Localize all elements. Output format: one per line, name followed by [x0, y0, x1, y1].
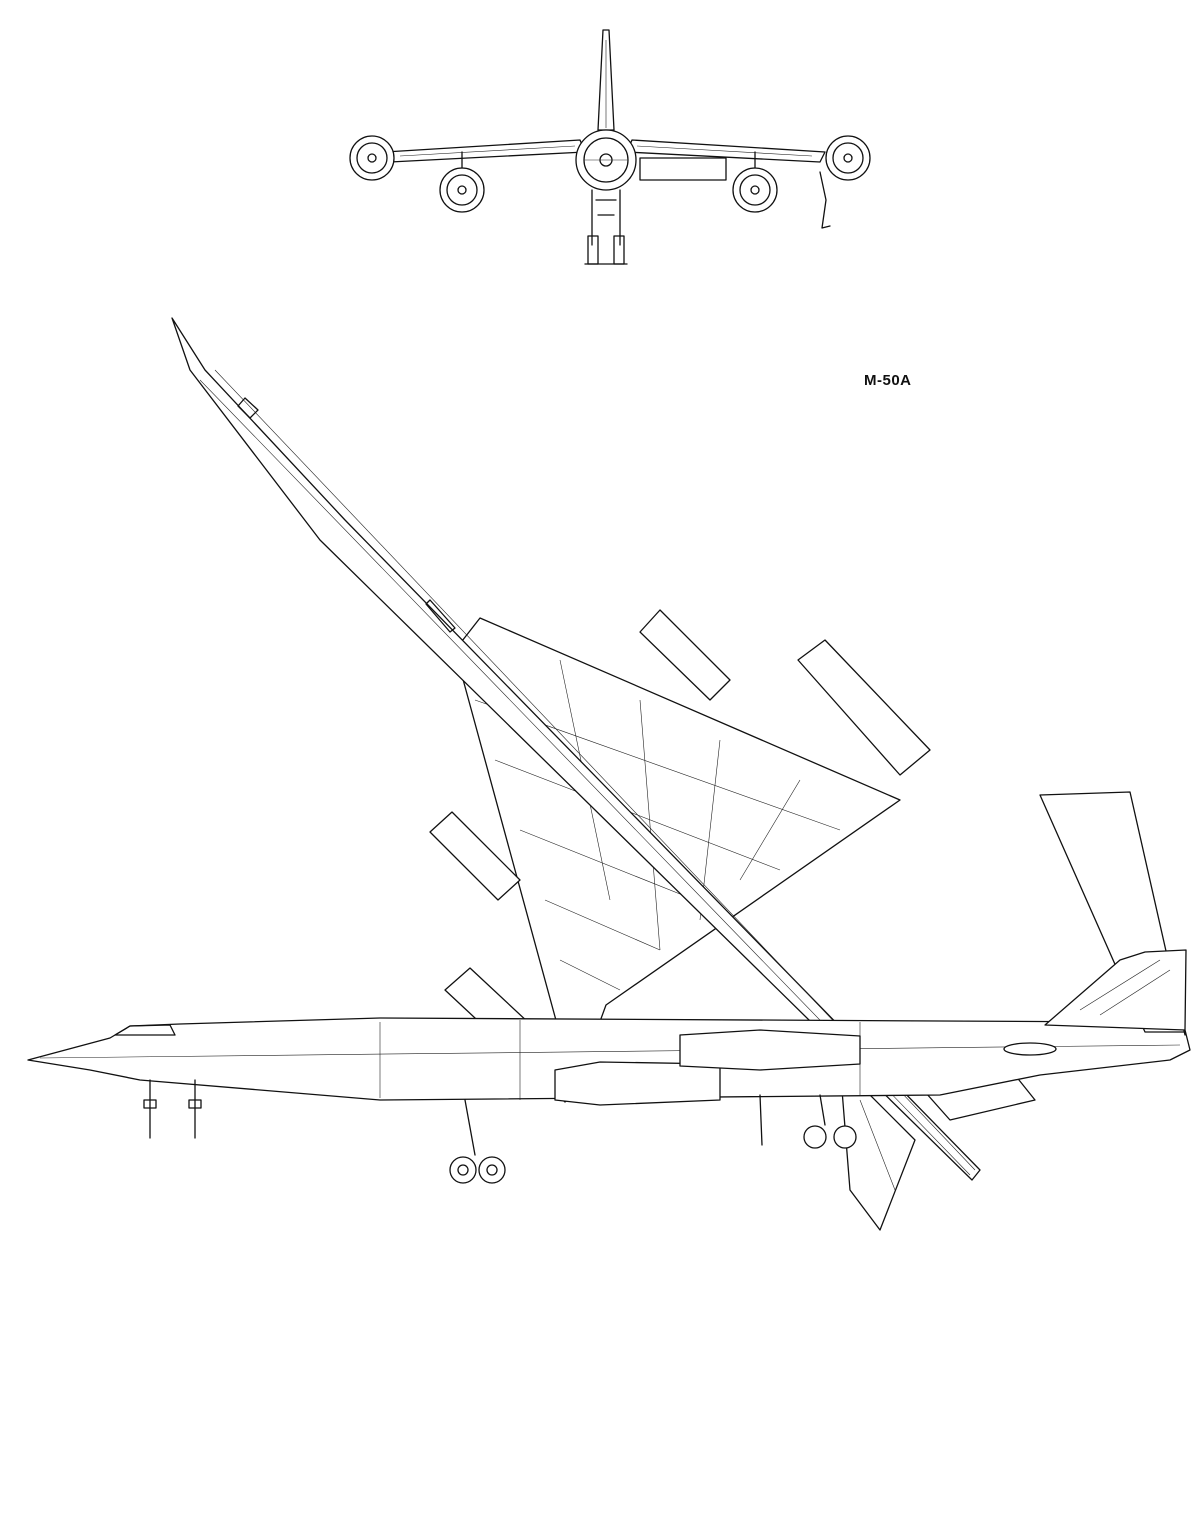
- aircraft-designation: M-50A: [864, 372, 912, 389]
- engine-inner-right: [732, 151, 778, 213]
- engine-pod-2: [797, 639, 931, 776]
- engine-inner-left: [439, 151, 485, 213]
- engine-outer-right: [825, 135, 871, 181]
- engine-outer-left: [349, 135, 395, 181]
- engine-pod-1: [639, 609, 731, 701]
- engine-pod-3: [429, 811, 521, 901]
